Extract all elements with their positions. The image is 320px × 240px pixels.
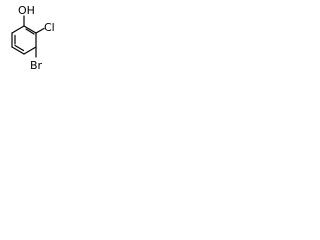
ring-bond-3	[23, 46, 37, 55]
bromine-label: Br	[30, 59, 43, 72]
chlorine-label: Cl	[44, 21, 55, 34]
bond-to-chlorine	[35, 27, 45, 34]
structure-canvas: OH Cl Br	[0, 0, 66, 74]
double-bond-inner-2	[14, 44, 25, 52]
hydroxyl-label: OH	[18, 4, 35, 17]
ring-bond-1	[23, 25, 37, 34]
ring-bond-6	[11, 25, 25, 34]
double-bond-inner-1	[25, 28, 35, 35]
chemical-structure-diagram: OH Cl Br	[11, 4, 55, 72]
benzene-ring	[11, 15, 45, 58]
ring-bond-4	[11, 46, 25, 55]
